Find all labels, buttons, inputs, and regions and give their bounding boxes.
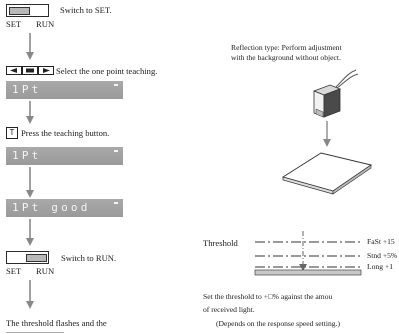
switch-run-right-label: RUN (36, 266, 55, 276)
threshold-lines-diagram (254, 231, 362, 276)
down-arrow-icon (26, 219, 34, 246)
lcd-display-1-text: 1Pt (12, 83, 42, 96)
step-switch-run-label: Switch to RUN. (61, 253, 117, 263)
threshold-level-long: Long +1 (367, 262, 394, 271)
lcd-indicator-icon (114, 202, 118, 204)
reflection-note-line2: with the background without object. (231, 53, 341, 62)
threshold-note-line1: Set the threshold to +□% against the amo… (203, 292, 333, 301)
step-switch-set-label: Switch to SET. (60, 5, 112, 15)
down-arrow-icon (26, 101, 34, 124)
down-arrow-icon (26, 33, 34, 60)
switch-frame (6, 251, 49, 264)
teaching-button-icon[interactable]: T (6, 127, 18, 139)
switch-knob (26, 254, 47, 262)
lcd-display-3-text: 1Pt good (12, 201, 91, 214)
final-note-text: The threshold flashes and the (6, 318, 107, 328)
threshold-level-fast: FaSt +15 (367, 237, 395, 246)
down-arrow-icon (26, 167, 34, 198)
threshold-level-stnd: Stnd +5% (367, 251, 398, 260)
switch-run-left-label: SET (6, 266, 22, 276)
set-run-switch-2[interactable] (0, 248, 50, 268)
reflection-note-line1: Reflection type: Perform adjustment (231, 43, 342, 52)
lcd-indicator-icon (114, 84, 118, 86)
step-select-teaching-label: Select the one point teaching. (56, 66, 158, 76)
lcd-display-3: 1Pt good (6, 199, 123, 217)
switch-frame (6, 4, 49, 17)
down-arrow-icon (26, 280, 34, 309)
lcd-indicator-icon (114, 150, 118, 152)
teaching-button-key: T (9, 128, 15, 137)
threshold-note-line2: of received light. (203, 305, 255, 314)
switch-set-right-label: RUN (36, 19, 55, 29)
lcd-display-2: 1Pt (6, 147, 123, 165)
threshold-note-line3: (Depends on the response speed setting.) (216, 319, 340, 328)
threshold-label: Threshold (203, 238, 238, 248)
background-plate-icon (281, 152, 373, 195)
mode-select-buttons-icon[interactable] (6, 66, 54, 76)
final-note-clipped-line (6, 331, 66, 334)
switch-set-left-label: SET (6, 19, 22, 29)
light-beam-arrow-icon (323, 121, 331, 147)
lcd-display-1: 1Pt (6, 81, 123, 99)
lcd-display-2-text: 1Pt (12, 149, 42, 162)
sensor-illustration-icon (312, 69, 359, 118)
set-run-switch-1[interactable] (0, 0, 50, 20)
step-press-teaching-label: Press the teaching button. (21, 128, 110, 138)
switch-knob (9, 7, 30, 15)
